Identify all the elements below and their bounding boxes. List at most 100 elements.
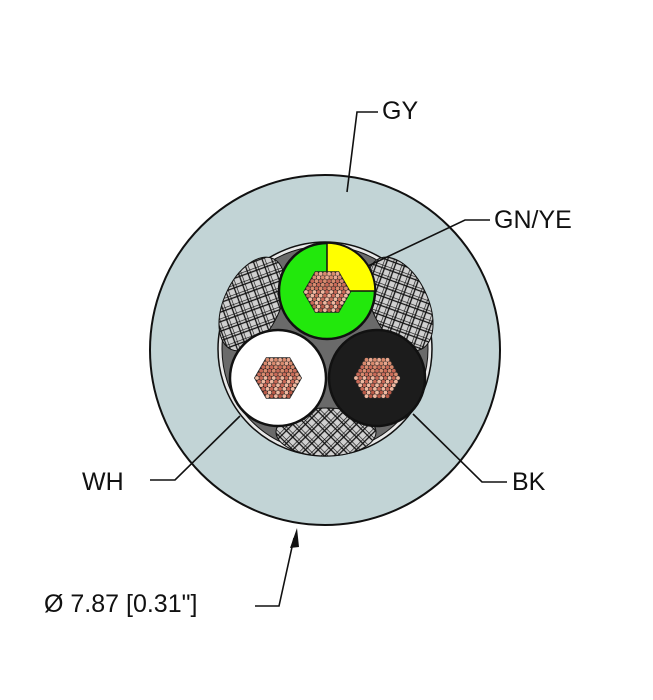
copper-strand: [314, 279, 319, 283]
copper-strand: [387, 383, 392, 388]
copper-strand: [267, 390, 272, 395]
copper-strand: [370, 376, 375, 380]
copper-strand: [284, 376, 289, 380]
copper-strand: [282, 357, 287, 362]
copper-strand: [292, 368, 297, 373]
copper-strand: [341, 290, 346, 294]
copper-strand: [362, 390, 367, 395]
leader-gy: [346, 111, 378, 193]
copper-strand: [379, 383, 384, 388]
copper-strand: [274, 372, 278, 377]
copper-strand: [370, 390, 375, 395]
copper-strand: [269, 372, 274, 377]
copper-strand: [327, 301, 331, 305]
copper-strand: [255, 376, 259, 380]
copper-strand: [316, 297, 321, 302]
copper-strand: [339, 286, 344, 291]
copper-strand: [269, 357, 274, 362]
copper-strand: [358, 376, 363, 380]
copper-strand: [383, 383, 388, 388]
copper-strand: [297, 376, 301, 380]
copper-strand: [278, 357, 282, 362]
copper-strand: [370, 383, 375, 388]
copper-strand: [329, 297, 334, 302]
copper-strand: [276, 361, 280, 366]
copper-strand: [379, 368, 384, 373]
copper-strand: [370, 368, 375, 373]
filler-top-left: [218, 256, 286, 352]
copper-strand: [387, 376, 392, 380]
copper-strand: [271, 390, 276, 395]
copper-strand: [288, 390, 293, 395]
copper-strand: [265, 394, 270, 399]
copper-strand: [282, 387, 287, 391]
copper-strand: [368, 394, 373, 399]
copper-strand: [337, 304, 342, 309]
copper-strand: [286, 379, 291, 384]
copper-strand: [323, 308, 327, 313]
label-wh: WH: [82, 468, 124, 496]
copper-strand: [323, 271, 327, 276]
copper-strand: [265, 357, 270, 362]
copper-strand: [339, 279, 344, 283]
copper-strand: [290, 365, 295, 369]
copper-strand: [366, 368, 371, 373]
copper-strand: [368, 372, 373, 377]
copper-strand: [295, 379, 299, 384]
copper-strand: [304, 290, 308, 294]
copper-strand: [379, 361, 384, 366]
label-gy: GY: [382, 97, 419, 125]
copper-strand: [274, 387, 278, 391]
copper-strand: [274, 394, 278, 399]
copper-strand: [263, 390, 268, 395]
copper-strand: [377, 379, 381, 384]
copper-strand: [385, 365, 390, 369]
copper-strand: [271, 361, 276, 366]
copper-strand: [383, 376, 388, 380]
copper-strand: [377, 387, 381, 391]
copper-strand: [310, 301, 315, 305]
copper-strand: [259, 383, 264, 388]
copper-strand: [274, 379, 278, 384]
copper-strand: [290, 387, 295, 391]
copper-strand: [366, 376, 371, 380]
copper-strand: [354, 376, 358, 380]
copper-strand: [278, 394, 282, 399]
copper-strand: [327, 271, 331, 276]
copper-strand: [364, 387, 369, 391]
filler-top-right: [366, 256, 434, 352]
dimension-leader: [255, 537, 295, 607]
copper-strand: [292, 383, 297, 388]
copper-strand: [278, 379, 282, 384]
copper-strand: [261, 387, 266, 391]
copper-strand: [282, 365, 287, 369]
copper-strand: [364, 394, 369, 399]
copper-strand: [306, 286, 310, 291]
copper-strand: [320, 297, 325, 302]
copper-strand: [381, 357, 386, 362]
copper-strand: [385, 387, 390, 391]
copper-strand: [312, 282, 317, 287]
copper-strand: [368, 365, 373, 369]
copper-strand: [335, 279, 340, 283]
copper-strand: [288, 376, 293, 380]
copper-strand: [373, 357, 377, 362]
copper-strand: [276, 383, 280, 388]
copper-strand: [323, 293, 327, 298]
copper-strand: [265, 372, 270, 377]
copper-strand: [381, 394, 386, 399]
copper-strand: [320, 282, 325, 287]
copper-strand: [391, 368, 396, 373]
copper-strand: [331, 279, 336, 283]
copper-strand: [381, 387, 386, 391]
copper-strand: [379, 376, 384, 380]
strand-bundle-wh: [254, 357, 302, 399]
copper-strand: [383, 361, 388, 366]
copper-strand: [360, 387, 365, 391]
copper-strand: [331, 308, 336, 313]
copper-strand: [265, 387, 270, 391]
copper-strand: [271, 368, 276, 373]
copper-strand: [286, 387, 291, 391]
copper-strand: [318, 301, 323, 305]
copper-strand: [360, 365, 365, 369]
